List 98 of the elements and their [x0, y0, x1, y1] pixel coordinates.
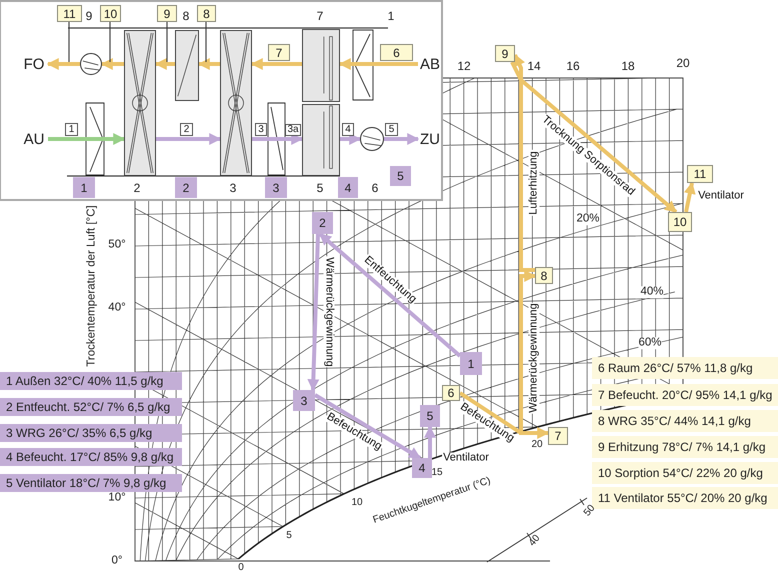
axis-tick-label: 40: [528, 534, 542, 548]
edge-label: Wärmerückgewinnung: [324, 256, 334, 368]
state-point-tag: 1: [65, 123, 78, 136]
flow-arrow: [48, 133, 126, 145]
state-point-tag: 11: [57, 5, 82, 22]
flow-arrow: [198, 58, 220, 70]
state-point-tag: 2: [180, 123, 193, 136]
edge-label: Lufterhitzung: [528, 150, 540, 216]
flow-arrow: [100, 58, 124, 70]
state-legend-entry: 8 WRG 35°C/ 44% 14,1 g/kg: [592, 410, 778, 432]
component-number: 5: [316, 182, 324, 194]
axis-tick-label: 5: [286, 531, 292, 541]
axis-tick-label: 20: [531, 440, 543, 450]
flow-arrow: [513, 54, 535, 272]
component-number: 6: [372, 182, 378, 194]
edge-label: Ventilator: [697, 190, 745, 202]
state-point-tag: 9: [157, 5, 177, 22]
state-legend-entry: 3 WRG 26°C/ 35% 6,5 g/kg: [0, 424, 182, 442]
state-point-tag: 2: [175, 177, 197, 198]
flow-arrow: [338, 58, 418, 70]
component-number: 3: [230, 182, 236, 194]
axis-tick-label: 16: [566, 60, 580, 72]
axis-tick-label: 60%: [638, 337, 662, 349]
state-point-tag: 3a: [285, 124, 301, 136]
flow-arrow: [340, 133, 362, 145]
axis-tick-label: 14: [527, 60, 541, 72]
component-number: 1: [388, 10, 394, 22]
airflow-label: FO: [20, 56, 48, 72]
state-point-tag: 5: [385, 123, 398, 136]
heat-exchanger-symbol: [220, 30, 252, 176]
component-number: 2: [134, 182, 140, 194]
axis-tick-label: 20: [676, 57, 690, 69]
state-point-tag: 1: [73, 177, 95, 198]
state-point-tag: 5: [420, 405, 440, 427]
axis-tick-label: 0°: [112, 555, 122, 567]
flow-arrow: [154, 58, 175, 70]
edge-label: Ventilator: [442, 452, 490, 464]
state-legend-entry: 10 Sorption 54°C/ 22% 20 g/kg: [592, 462, 778, 484]
state-point-tag: 2: [312, 212, 333, 234]
humidifier-symbol: [302, 104, 340, 176]
state-point-tag: 4: [412, 458, 432, 478]
state-legend-entry: 6 Raum 26°C/ 57% 11,8 g/kg: [592, 357, 778, 379]
state-point-tag: 4: [338, 177, 358, 198]
state-point-tag: 1: [460, 352, 482, 375]
heat-exchanger-symbol: [124, 30, 156, 176]
state-point-tag: 5: [390, 166, 411, 186]
axis-tick-label: 40°: [108, 302, 126, 314]
airflow-label: AB: [418, 56, 442, 72]
state-point-tag: 10: [668, 212, 692, 232]
flow-arrow: [384, 133, 420, 145]
state-point-tag: 8: [535, 267, 553, 284]
state-point-tag: 11: [687, 165, 713, 183]
leader-line: [68, 22, 70, 62]
axis-tick-label: 50°: [108, 239, 126, 251]
state-legend-entry: 7 Befeucht. 20°C/ 95% 14,1 g/kg: [592, 384, 778, 406]
axis-tick-label: 18: [621, 60, 635, 72]
axis-tick-label: 10°: [108, 492, 126, 504]
state-point-tag: 6: [442, 385, 460, 401]
edge-label: Wärmerückgewinnung: [528, 302, 540, 414]
state-point-tag: 8: [197, 5, 216, 22]
leader-line: [166, 22, 168, 62]
state-legend-entry: 5 Ventilator 18°C/ 7% 9,8 g/kg: [0, 474, 182, 492]
axis-tick-label: 40%: [640, 286, 664, 298]
axis-title: Trockentemperatur der Luft [°C]: [86, 205, 98, 367]
axis-tick-label: 12: [457, 60, 471, 72]
flow-arrow: [684, 182, 696, 212]
axis-tick-label: 10: [351, 498, 363, 508]
airflow-label: ZU: [418, 131, 442, 147]
axis-tick-label: 20%: [576, 213, 600, 225]
flow-arrow: [250, 58, 302, 70]
state-point-tag: 3: [255, 123, 267, 136]
flow-arrow: [314, 393, 422, 460]
state-point-tag: 4: [342, 123, 354, 136]
flow-arrow: [510, 61, 678, 214]
state-point-tag: 6: [380, 44, 413, 61]
component-number: 7: [316, 10, 324, 22]
component-number: 8: [182, 10, 190, 22]
flow-arrow: [318, 232, 462, 358]
flow-arrow: [156, 133, 222, 145]
axis-tick-label: 15: [431, 468, 443, 478]
state-legend-entry: 4 Befeucht. 17°C/ 85% 9,8 g/kg: [0, 448, 182, 466]
axis-tick-label: 0: [238, 563, 244, 573]
state-point-tag: 3: [293, 390, 315, 411]
state-point-tag: 10: [100, 5, 121, 22]
component-number: 9: [86, 10, 92, 22]
state-point-tag: 7: [268, 44, 290, 61]
state-legend-entry: 1 Außen 32°C/ 40% 11,5 g/kg: [0, 372, 182, 390]
heater-symbol: [175, 30, 199, 101]
flow-arrow: [424, 426, 436, 458]
airflow-label: AU: [20, 131, 48, 147]
state-point-tag: 7: [548, 427, 568, 445]
state-legend-entry: 2 Entfeucht. 52°C/ 7% 6,5 g/kg: [0, 398, 182, 416]
flow-arrow: [307, 234, 320, 392]
humidifier-symbol: [302, 29, 340, 102]
state-point-tag: 3: [265, 177, 287, 198]
state-point-tag: 9: [495, 45, 515, 62]
flow-arrow: [46, 58, 80, 70]
state-legend-entry: 9 Erhitzung 78°C/ 7% 14,1 g/kg: [592, 436, 778, 458]
